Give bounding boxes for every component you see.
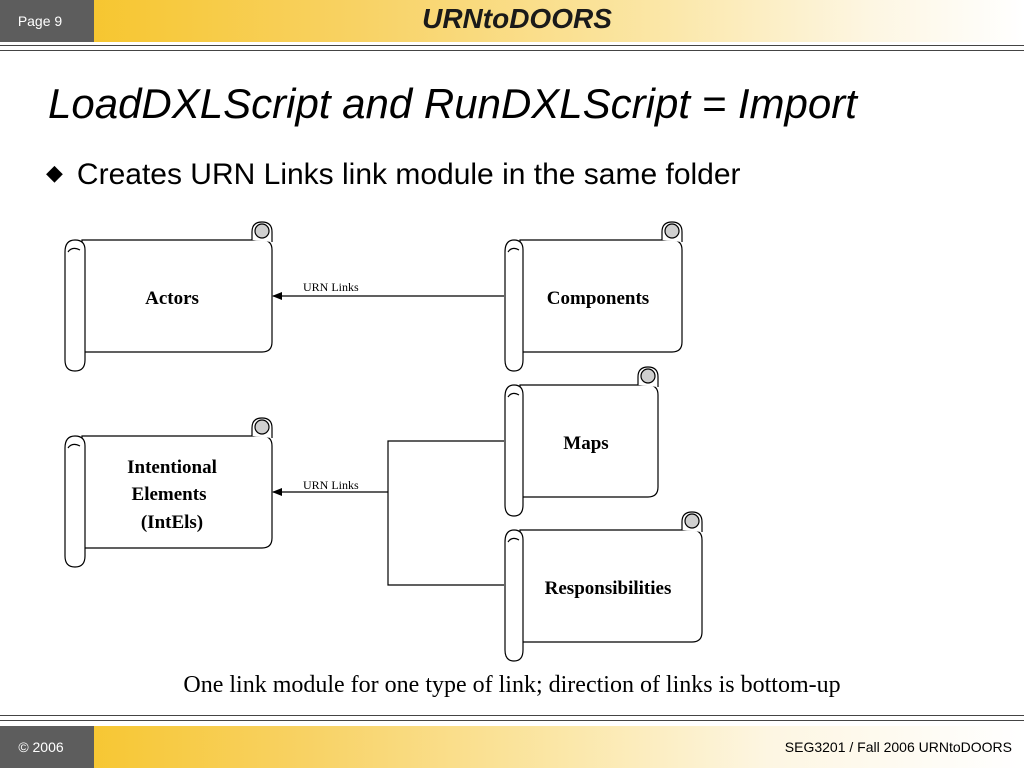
- footer-rule: [0, 715, 1024, 716]
- maps-module-scroll: [504, 366, 659, 517]
- intels-module-scroll: [64, 417, 273, 568]
- bullet-text: Creates URN Links link module in the sam…: [76, 158, 741, 191]
- header-band: [0, 0, 1024, 42]
- bottom-link-label: URN Links: [303, 478, 359, 492]
- header-rule-secondary: [0, 50, 1024, 51]
- page-number-badge: Page 9: [0, 0, 94, 42]
- footer-rule-secondary: [0, 720, 1024, 721]
- maps-module-label: Maps: [563, 433, 608, 454]
- responsibilities-module-scroll: [504, 511, 703, 662]
- components-module-scroll: [504, 221, 683, 372]
- brand-title: URNtoDOORS: [422, 3, 612, 34]
- responsibilities-module-label: Responsibilities: [545, 578, 672, 599]
- footer-band: [0, 726, 1024, 768]
- header-rule: [0, 45, 1024, 46]
- bottom-link-connector: [387, 440, 504, 586]
- top-link-label: URN Links: [303, 280, 359, 294]
- bullet-item: ◆ Creates URN Links link module in the sa…: [46, 158, 741, 192]
- diamond-bullet-icon: ◆: [46, 160, 63, 185]
- components-module-label: Components: [547, 288, 649, 309]
- actors-module-label: Actors: [145, 288, 199, 309]
- footer-course-label: SEG3201 / Fall 2006 URNtoDOORS: [784, 739, 1012, 755]
- slide-title: LoadDXLScript and RunDXLScript = Import: [48, 80, 857, 127]
- actors-module-scroll: [64, 221, 273, 372]
- intels-module-label-line1: Intentional: [127, 457, 217, 478]
- copyright-badge: © 2006: [0, 726, 94, 768]
- intels-module-label-line2: Elements: [132, 484, 207, 505]
- intels-module-label-line3: (IntEls): [141, 512, 203, 533]
- diagram-caption: One link module for one type of link; di…: [183, 672, 841, 698]
